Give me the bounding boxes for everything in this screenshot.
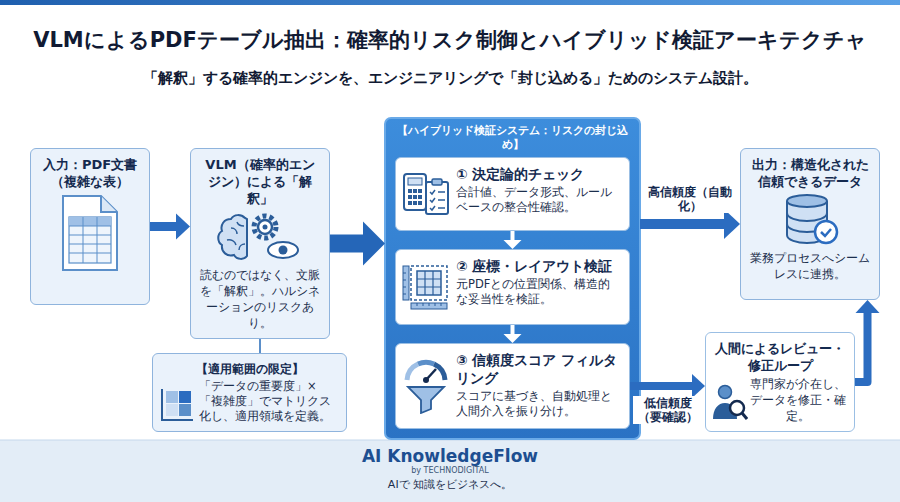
step-heading: ② 座標・レイアウト検証 [456, 257, 621, 275]
connector-line [511, 231, 515, 241]
calculator-icon [402, 170, 450, 218]
box-heading: 入力：PDF文書（複雑な表） [39, 156, 141, 190]
connector-arrow [504, 325, 522, 343]
brain-gear-icon [215, 210, 305, 264]
output-box: 出力：構造化された信頼できるデータ 業務プロセスへシームレスに連携。 [740, 148, 880, 300]
connector-arrow [260, 339, 261, 353]
box-heading: 人間によるレビュー・修正ループ [714, 340, 846, 374]
connector-line [855, 312, 868, 382]
step-body: 合計値、データ形式、ルールベースの整合性確認。 [456, 185, 621, 215]
connector-line [511, 325, 515, 335]
reviewer-icon [712, 383, 748, 423]
brand-name: AI KnowledgeFlow [0, 446, 900, 466]
database-icon [779, 193, 841, 247]
box-heading: 出力：構造化された信頼できるデータ [749, 156, 871, 190]
group-heading: 【ハイブリッド検証システム：リスクの封じ込め】 [389, 123, 636, 151]
group-panel-fill [385, 118, 640, 439]
layout-grid-icon [402, 263, 450, 311]
arrow-head [856, 300, 880, 313]
process-box: VLM（確率的エンジン）による「解釈」 読むのではなく、文脈を「解釈」。ハルシネ… [190, 148, 330, 339]
footer-band [0, 440, 900, 502]
input-box: 入力：PDF文書（複雑な表） [30, 148, 150, 305]
brand-tagline: AIで 知識をビジネスへ。 [0, 478, 900, 492]
connector-arrow [630, 374, 705, 398]
connector-line [150, 222, 177, 231]
matrix-icon [159, 387, 195, 423]
top-strip [0, 0, 900, 5]
edge-label: 高信頼度（自動化） [643, 185, 737, 213]
connector-line [630, 382, 693, 390]
document-icon [57, 193, 123, 273]
diagram-title: VLMによるPDFテーブル抽出：確率的リスク制御とハイブリッド検証アーキテクチャ [0, 26, 900, 54]
connector-line [259, 339, 261, 353]
step-body: 元PDFとの位置関係、構造的な妥当性を検証。 [456, 277, 621, 307]
connector-arrow [504, 231, 522, 249]
check-box: ③ 信頼度スコア フィルタリングスコアに基づき、自動処理と人間介入を振り分け。 [395, 343, 630, 429]
connector-arrow [855, 300, 880, 382]
step-heading: ① 決定論的チェック [456, 165, 621, 183]
note-box: 【適用範囲の限定】「データの重要度」×「複雑度」でマトリクス化し、適用領域を定義… [152, 353, 347, 432]
connector-line [330, 235, 364, 253]
connector-line [640, 219, 725, 229]
box-body: 読むのではなく、文脈を「解釈」。ハルシネーションのリスクあり。 [199, 267, 321, 331]
gauge-funnel-icon [402, 358, 450, 414]
box-heading: 【適用範囲の限定】 [161, 361, 338, 377]
arrow-head [724, 209, 740, 239]
connector-arrow [150, 214, 190, 240]
step-body: スコアに基づき、自動処理と人間介入を振り分け。 [456, 389, 621, 419]
review-box: 人間によるレビュー・修正ループ専門家が介在し、データを修正・確定。 [705, 332, 855, 432]
brand-byline: by TECHNODIGITAL [0, 466, 900, 476]
group-panel: 【ハイブリッド検証システム：リスクの封じ込め】 ① 決定論的チェック合計値、データ… [385, 118, 640, 439]
check-box: ② 座標・レイアウト検証元PDFとの位置関係、構造的な妥当性を検証。 [395, 249, 630, 325]
box-body: 専門家が介在し、データを修正・確定。 [750, 376, 846, 424]
box-body: 業務プロセスへシームレスに連携。 [749, 250, 871, 282]
diagram-subtitle: 「解釈」する確率的エンジンを、エンジニアリングで「封じ込める」ためのシステム設計… [0, 68, 900, 88]
step-heading: ③ 信頼度スコア フィルタリング [456, 351, 621, 387]
arrow-head [692, 374, 705, 398]
box-heading: VLM（確率的エンジン）による「解釈」 [199, 156, 321, 207]
check-box: ① 決定論的チェック合計値、データ形式、ルールベースの整合性確認。 [395, 157, 630, 231]
arrow-head [504, 334, 522, 343]
box-body: 「データの重要度」×「複雑度」でマトリクス化し、適用領域を定義。 [199, 379, 338, 424]
arrow-head [504, 240, 522, 249]
arrow-head [363, 222, 385, 266]
edge-label: 低信頼度（要確認） [633, 396, 702, 424]
connector-arrow [640, 209, 740, 239]
arrow-head [176, 214, 190, 240]
connector-arrow [330, 222, 385, 266]
